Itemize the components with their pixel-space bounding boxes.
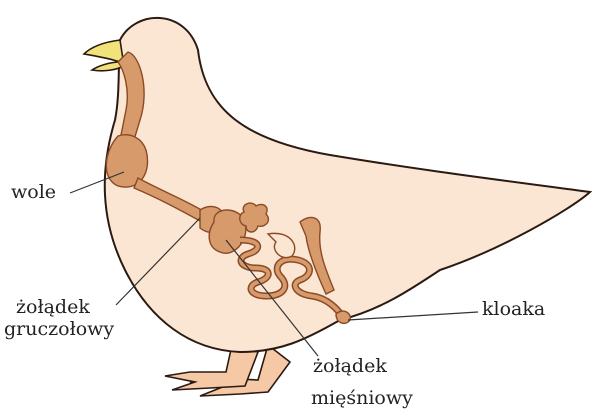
label-cloaca: kloaka — [482, 298, 545, 320]
bird-feet — [165, 345, 290, 396]
label-muscular-stomach-line2: mięśniowy — [311, 387, 413, 409]
label-glandular-stomach-line2: gruczołowy — [4, 318, 114, 340]
label-muscular-stomach-line1: żołądek — [313, 355, 387, 377]
leader-cloaca — [348, 312, 478, 320]
label-crop: wole — [11, 181, 56, 203]
bird-beak — [84, 40, 124, 71]
cloaca-shape — [336, 311, 350, 323]
label-glandular-stomach-line1: żołądek — [16, 296, 90, 318]
